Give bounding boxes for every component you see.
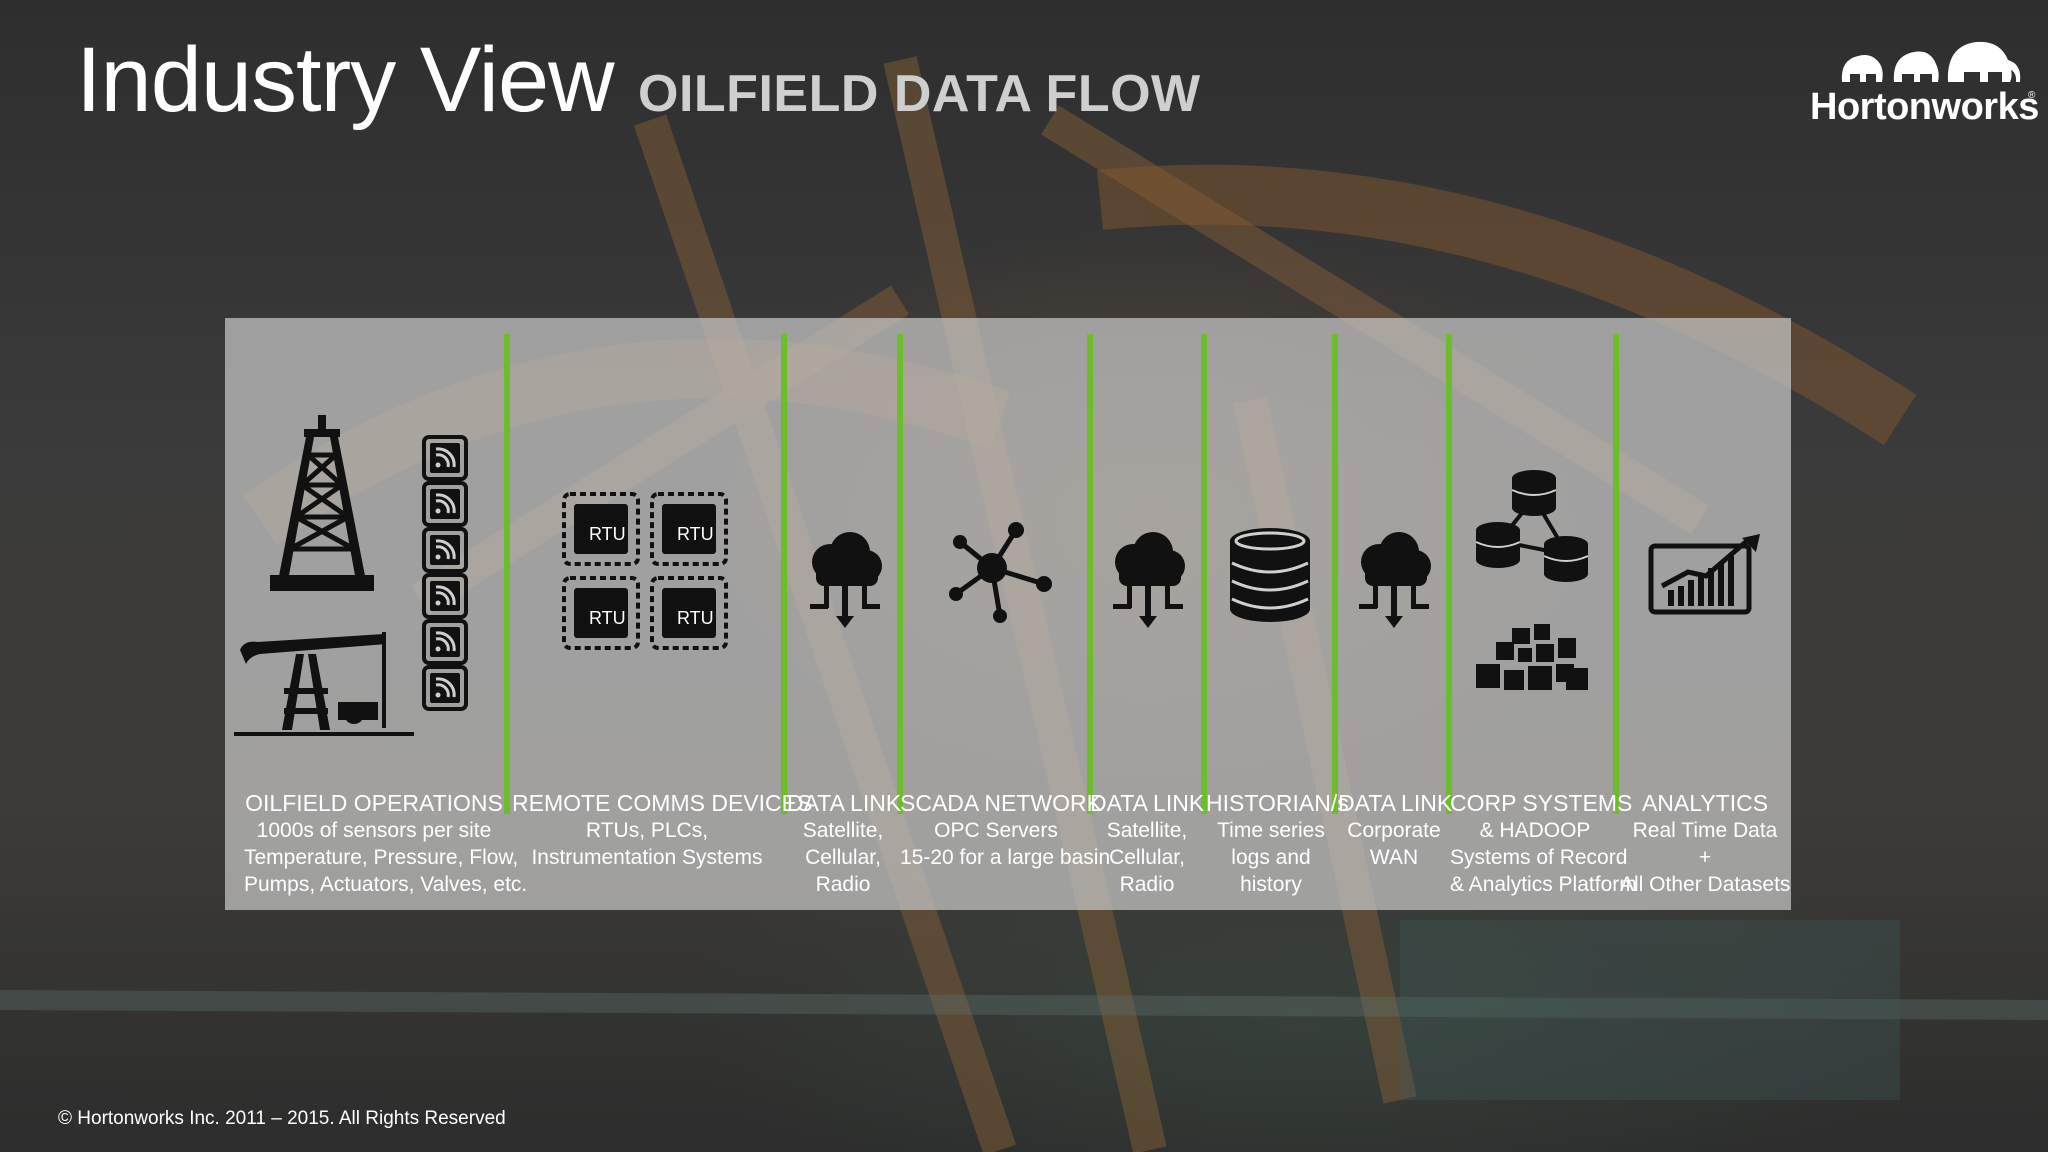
network-hub-icon	[949, 522, 1052, 623]
sensor-stack-icon	[422, 435, 468, 711]
stage-heading: DATA LINK	[1338, 790, 1453, 816]
pumpjack-icon	[234, 632, 414, 736]
copyright-footer: © Hortonworks Inc. 2011 – 2015. All Righ…	[58, 1108, 506, 1129]
slide-title: Industry View	[76, 29, 615, 131]
hortonworks-logo: Hortonworks ®	[1800, 38, 2039, 128]
stage-heading: SCADA NETWORK	[900, 790, 1102, 816]
stage-data-link-2: DATA LINK Satellite, Cellular, Radio	[1090, 790, 1204, 898]
data-flow-panel	[225, 318, 1791, 910]
oil-derrick-icon	[270, 415, 374, 591]
logo-registered-mark: ®	[2028, 90, 2036, 101]
logo-wordmark: Hortonworks	[1810, 86, 2039, 128]
stage-line: history	[1240, 873, 1302, 896]
stage-line: 15-20 for a large basin	[900, 846, 1111, 869]
rtu-chips-icon	[562, 492, 728, 650]
rtu-chip-label: RTU	[589, 608, 626, 628]
stage-divider	[1446, 334, 1452, 814]
stage-line: Cellular,	[805, 846, 881, 869]
stage-line: Real Time Data	[1632, 819, 1778, 842]
stage-line: Temperature, Pressure, Flow,	[244, 846, 519, 869]
stage-line: OPC Servers	[934, 819, 1058, 842]
stage-divider	[781, 334, 787, 814]
stage-heading: ANALYTICS	[1641, 790, 1769, 816]
stage-oilfield-operations: OILFIELD OPERATIONS 1000s of sensors per…	[244, 790, 528, 898]
slide-title-bar: Industry View OILFIELD DATA FLOW	[76, 28, 1201, 138]
cloud-network-icon	[1359, 532, 1431, 628]
stage-scada-network: SCADA NETWORK OPC Servers 15-20 for a la…	[900, 790, 1111, 871]
database-icon	[1230, 528, 1310, 622]
stage-line: Systems of Record	[1450, 846, 1628, 869]
rtu-chip-label: RTU	[677, 608, 714, 628]
databases-and-blocks-icon	[1475, 470, 1589, 690]
rtu-chip-label: RTU	[677, 524, 714, 544]
stage-line: All Other Datasets	[1620, 873, 1791, 896]
stage-divider	[897, 334, 903, 814]
elephants-logo-icon	[1841, 41, 2021, 82]
stage-data-link-1: DATA LINK Satellite, Cellular, Radio	[787, 790, 902, 898]
stage-divider	[504, 334, 510, 814]
stage-historians: HISTORIAN/s Time series logs and history	[1206, 790, 1349, 898]
stage-line: +	[1698, 846, 1712, 869]
cloud-network-icon	[1113, 532, 1185, 628]
stage-line: Instrumentation Systems	[531, 846, 763, 869]
stage-analytics: ANALYTICS Real Time Data + All Other Dat…	[1620, 790, 1790, 898]
stage-line: Satellite,	[802, 819, 884, 842]
stage-divider	[1201, 334, 1207, 814]
stage-line: Radio	[815, 873, 871, 896]
stage-line: Satellite,	[1106, 819, 1188, 842]
stage-line: Cellular,	[1109, 846, 1185, 869]
stage-divider	[1613, 334, 1619, 814]
stage-heading: DATA LINK	[787, 790, 902, 816]
stage-heading: HISTORIAN/s	[1206, 790, 1349, 816]
stage-heading: REMOTE COMMS DEVICES	[512, 790, 813, 816]
stage-divider	[1087, 334, 1093, 814]
stage-heading: DATA LINK	[1090, 790, 1205, 816]
stage-heading: OILFIELD OPERATIONS	[245, 790, 503, 816]
stage-line: & HADOOP	[1479, 819, 1591, 842]
stage-heading: CORP SYSTEMS	[1450, 790, 1633, 816]
stage-line: WAN	[1369, 846, 1419, 869]
stage-corp-systems-hadoop: CORP SYSTEMS & HADOOP Systems of Record …	[1450, 790, 1637, 898]
slide-subtitle: OILFIELD DATA FLOW	[638, 65, 1201, 123]
stage-line: RTUs, PLCs,	[585, 819, 709, 842]
stage-line: & Analytics Platform	[1450, 873, 1637, 896]
stage-remote-comms-devices: REMOTE COMMS DEVICES RTUs, PLCs, Instrum…	[512, 790, 813, 871]
stage-data-link-3: DATA LINK Corporate WAN	[1338, 790, 1453, 871]
stage-line: Corporate	[1347, 819, 1441, 842]
stage-line: Radio	[1119, 873, 1175, 896]
cloud-network-icon	[810, 532, 882, 628]
stage-line: Pumps, Actuators, Valves, etc.	[244, 873, 528, 896]
stage-line: logs and	[1231, 846, 1311, 869]
stage-line: Time series	[1217, 819, 1325, 842]
stage-line: 1000s of sensors per site	[256, 819, 492, 842]
stage-divider	[1332, 334, 1338, 814]
rtu-chip-label: RTU	[589, 524, 626, 544]
rising-chart-icon	[1648, 534, 1760, 615]
